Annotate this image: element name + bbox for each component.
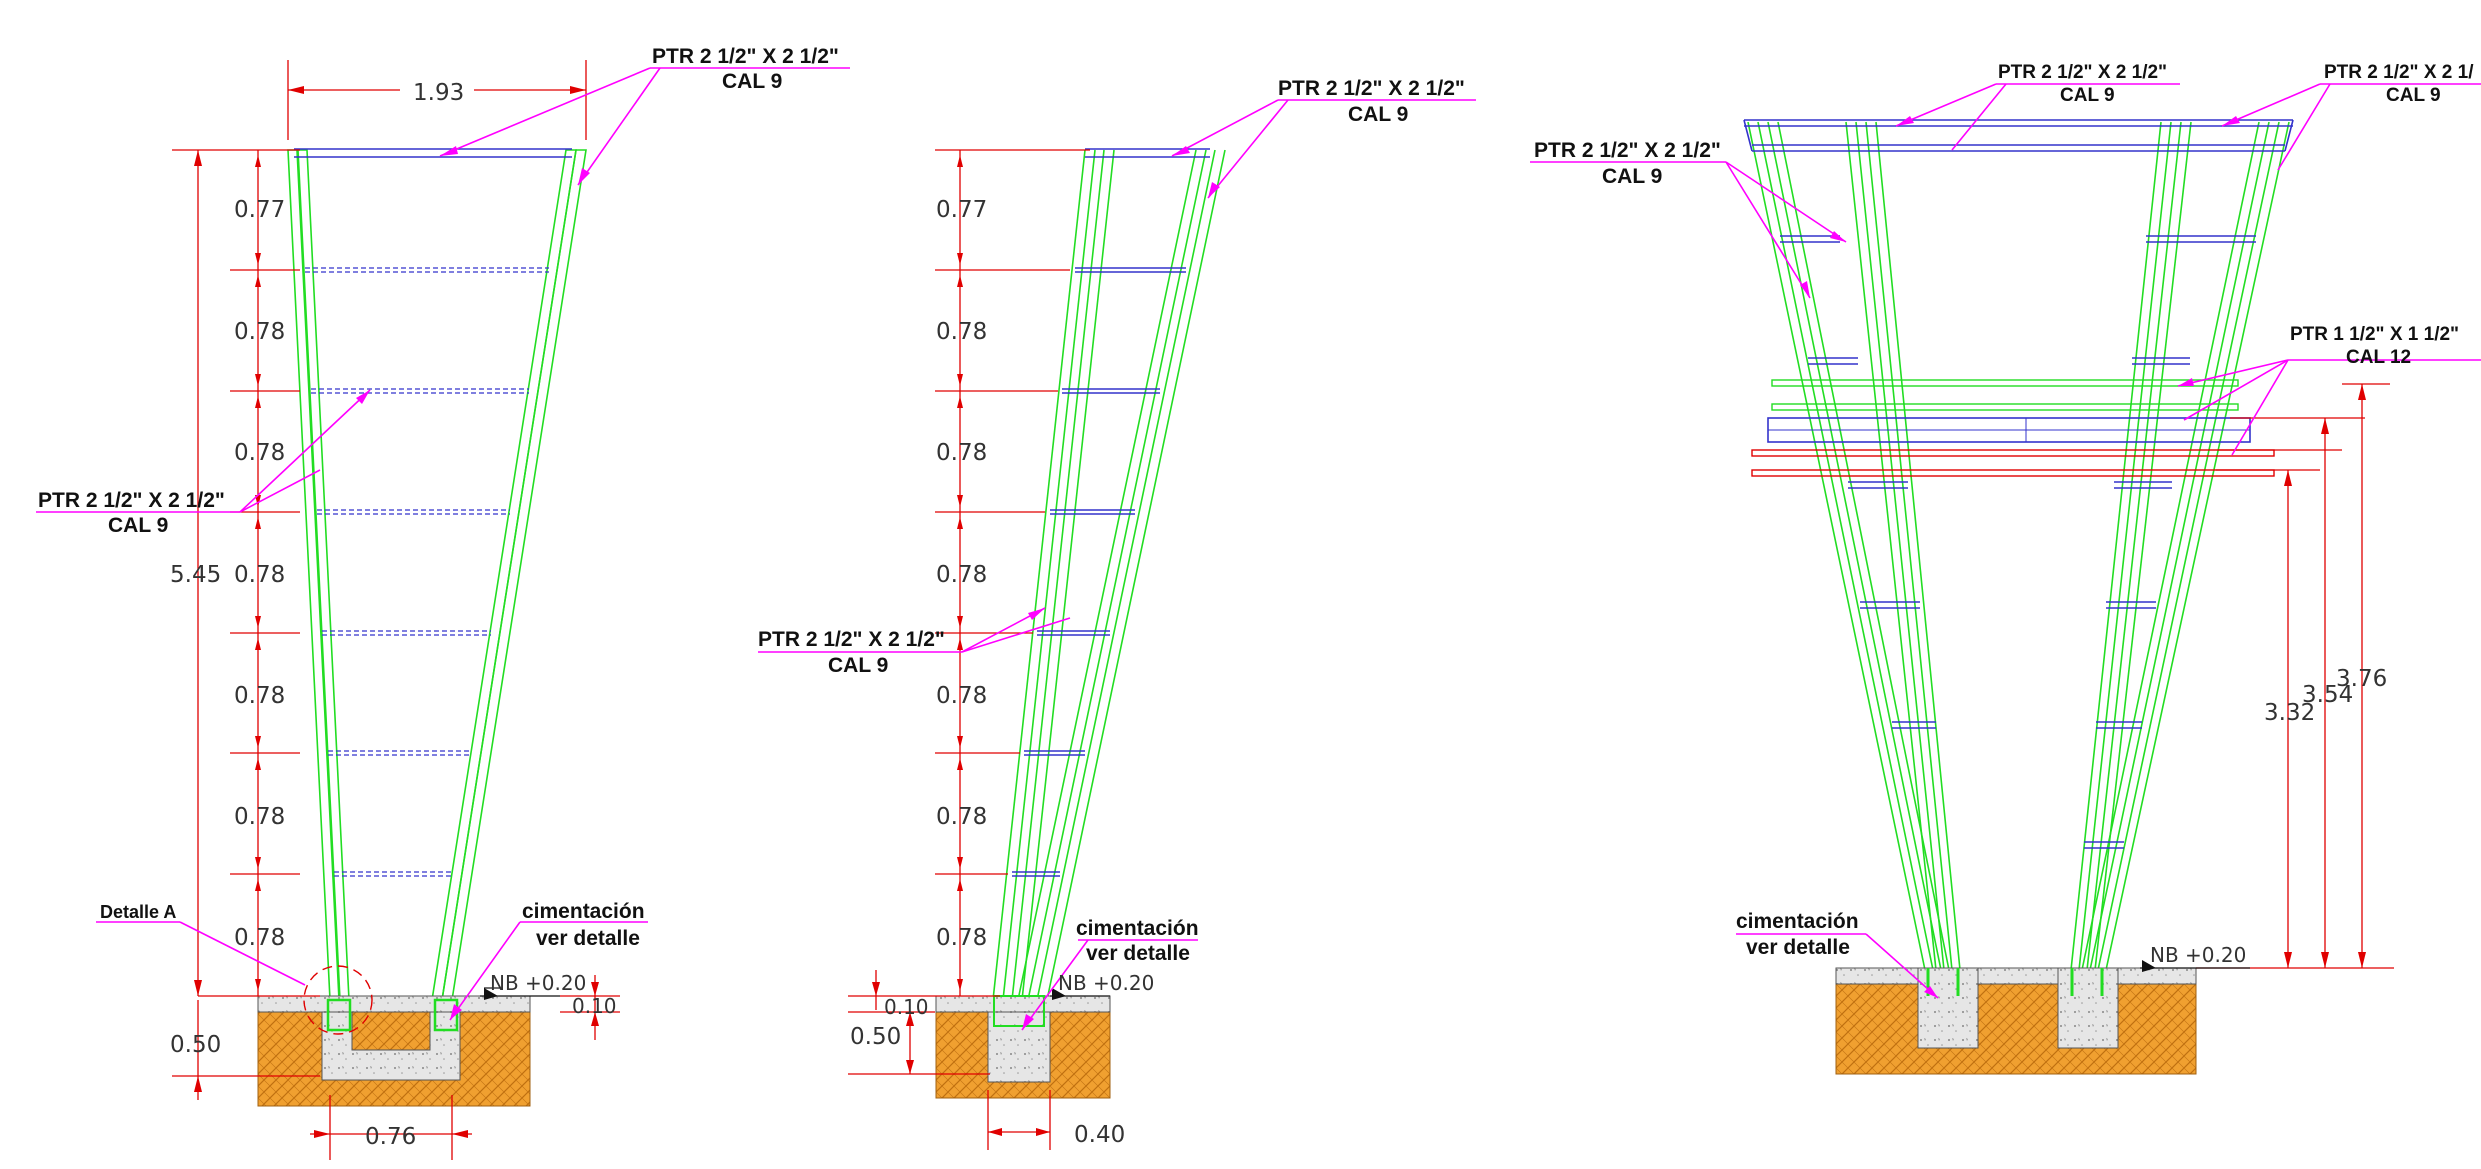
spacing-4: 0.78 <box>936 562 987 588</box>
level-label: NB +0.20 <box>1058 971 1154 995</box>
level-marker <box>2140 960 2250 972</box>
base-width-dimension: 0.76 <box>365 1124 416 1150</box>
spacing-6: 0.78 <box>936 804 987 830</box>
spacing-7: 0.78 <box>936 925 987 951</box>
callout-top-b-line2: CAL 9 <box>2386 85 2441 106</box>
dimension-lines <box>2196 383 2394 969</box>
foundation-note-line2: ver detalle <box>1086 942 1190 965</box>
slab-dimension: 0.10 <box>572 994 617 1018</box>
callout-left-line1: PTR 2 1/2" X 2 1/2" <box>1534 139 1721 162</box>
view-3-perspective-elevation: PTR 2 1/2" X 2 1/2" CAL 9 PTR 2 1/2" X 2… <box>1530 62 2481 1075</box>
total-height-dimension: 5.45 <box>170 562 221 588</box>
spacing-7: 0.78 <box>234 925 285 951</box>
depth-dimension: 0.50 <box>170 1032 221 1058</box>
detail-a-label: Detalle A <box>100 902 176 922</box>
spacing-5: 0.78 <box>936 683 987 709</box>
spacing-2: 0.78 <box>234 319 285 345</box>
spacing-3: 0.78 <box>234 440 285 466</box>
spacing-5: 0.78 <box>234 683 285 709</box>
crossbars <box>1780 235 2256 849</box>
foundation-note-line1: cimentación <box>1736 910 1859 933</box>
callout-top-line2: CAL 9 <box>1348 103 1408 126</box>
top-width-dimension: 1.93 <box>413 80 464 106</box>
view-1-front-elevation: 1.93 PTR 2 1/2" X 2 1/2" CAL 9 PTR 2 1/2… <box>36 45 850 1160</box>
foundation <box>257 965 531 1107</box>
leader-lines <box>36 67 850 1021</box>
callout-top-line1: PTR 2 1/2" X 2 1/2" <box>652 45 839 68</box>
slab-dimension: 0.10 <box>884 995 929 1019</box>
foundation <box>935 995 1111 1099</box>
dimension-lines <box>172 60 620 1160</box>
level-label: NB +0.20 <box>2150 943 2246 967</box>
leader-lines <box>1530 83 2481 999</box>
base-width-dimension: 0.40 <box>1074 1122 1125 1148</box>
callout-top-line2: CAL 9 <box>722 70 782 93</box>
spacing-1: 0.77 <box>234 197 285 223</box>
height-3-32: 3.32 <box>2264 700 2315 726</box>
frame-legs <box>1747 121 2290 971</box>
roof-platform <box>1751 379 2275 477</box>
top-frame <box>1743 119 2294 152</box>
callout-right-line2: CAL 12 <box>2346 347 2411 368</box>
spacing-6: 0.78 <box>234 804 285 830</box>
dimension-lines <box>848 149 1090 1150</box>
frame-legs <box>992 149 1226 1001</box>
callout-right-line1: PTR 1 1/2" X 1 1/2" <box>2290 324 2459 345</box>
foundation <box>1835 967 2197 1075</box>
foundation-note-line1: cimentación <box>522 900 645 923</box>
callout-side-line1: PTR 2 1/2" X 2 1/2" <box>758 628 945 651</box>
foundation-note-line2: ver detalle <box>1746 936 1850 959</box>
view-2-side-elevation: PTR 2 1/2" X 2 1/2" CAL 9 PTR 2 1/2" X 2… <box>758 77 1476 1150</box>
level-marker <box>1050 988 1110 1000</box>
callout-top-a-line1: PTR 2 1/2" X 2 1/2" <box>1998 62 2167 83</box>
crossbars <box>294 148 572 877</box>
callout-top-a-line2: CAL 9 <box>2060 85 2115 106</box>
level-label: NB +0.20 <box>490 971 586 995</box>
crossbars <box>1012 148 1210 877</box>
height-3-54: 3.54 <box>2302 682 2353 708</box>
spacing-3: 0.78 <box>936 440 987 466</box>
callout-top-line1: PTR 2 1/2" X 2 1/2" <box>1278 77 1465 100</box>
spacing-4: 0.78 <box>234 562 285 588</box>
leader-lines <box>758 99 1476 1031</box>
foundation-note-line1: cimentación <box>1076 917 1199 940</box>
level-marker <box>480 987 560 1000</box>
spacing-2: 0.78 <box>936 319 987 345</box>
frame-legs <box>287 149 587 1001</box>
foundation-note-line2: ver detalle <box>536 927 640 950</box>
callout-side-line1: PTR 2 1/2" X 2 1/2" <box>38 489 225 512</box>
callout-side-line2: CAL 9 <box>828 654 888 677</box>
callout-side-line2: CAL 9 <box>108 514 168 537</box>
spacing-1: 0.77 <box>936 197 987 223</box>
callout-left-line2: CAL 9 <box>1602 165 1662 188</box>
callout-top-b-line1: PTR 2 1/2" X 2 1/ <box>2324 62 2474 83</box>
depth-dimension: 0.50 <box>850 1024 901 1050</box>
height-3-76: 3.76 <box>2336 666 2387 692</box>
